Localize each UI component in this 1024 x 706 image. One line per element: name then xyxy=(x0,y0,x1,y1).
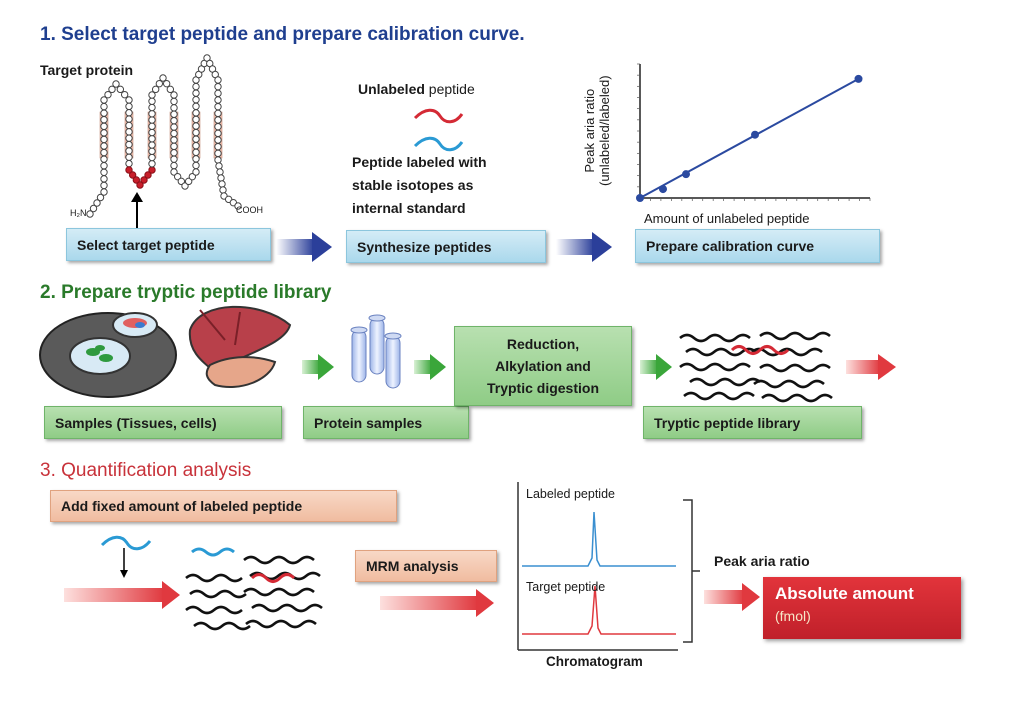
bracket-icon xyxy=(683,499,700,643)
calibration-point xyxy=(751,130,759,139)
calibration-point xyxy=(854,74,863,83)
labeled-peptide-line2: stable isotopes as xyxy=(352,177,474,193)
reduction-alkylation-digestion-box: Reduction, Alkylation and Tryptic digest… xyxy=(454,326,632,406)
peptide-strand xyxy=(189,589,247,599)
target-peptide-chrom-label: Target peptide xyxy=(526,580,606,594)
test-tubes-icon xyxy=(350,314,402,389)
arrow-samples-to-protein xyxy=(302,354,334,380)
unlabeled-peptide-label: Unlabeled peptide xyxy=(358,81,475,97)
peptide-strand xyxy=(245,619,317,629)
section3-title: 3. Quantification analysis xyxy=(40,460,252,481)
calibration-point xyxy=(659,185,667,194)
arrow-input-red xyxy=(64,581,180,609)
arrow-to-result-red xyxy=(704,583,760,611)
labeled-peptide-trace xyxy=(522,511,676,567)
unlabeled-peptide-icon xyxy=(413,108,464,124)
target-protein-illustration xyxy=(86,54,242,218)
peptide-strand xyxy=(761,393,833,403)
petri-dish-icon xyxy=(39,312,177,398)
arrow-select-to-synthesize xyxy=(276,232,332,262)
calibration-fit-line xyxy=(639,78,859,199)
peptide-strand xyxy=(685,347,757,357)
peptide-strand xyxy=(679,333,751,343)
peptide-strand xyxy=(185,573,243,583)
peptide-strand xyxy=(679,362,751,372)
synthesize-peptides-box: Synthesize peptides xyxy=(346,230,546,263)
arrow-mrm-red xyxy=(380,589,494,617)
select-target-peptide-box: Select target peptide xyxy=(66,228,271,261)
target-peptide-trace xyxy=(522,585,676,635)
absolute-amount-title: Absolute amount xyxy=(775,584,914,603)
labeled-peptide-chrom-label: Labeled peptide xyxy=(526,487,615,501)
labeled-peptide-line3: internal standard xyxy=(352,200,466,216)
peptide-strand xyxy=(250,573,296,583)
labeled-peptide-line1: Peptide labeled with xyxy=(352,154,487,170)
peptide-strand xyxy=(730,345,790,355)
peptide-strand xyxy=(251,603,323,613)
calibration-point xyxy=(682,170,690,179)
prepare-calibration-curve-box: Prepare calibration curve xyxy=(635,229,880,263)
calibration-point xyxy=(636,194,644,202)
tryptic-peptide-library-box: Tryptic peptide library xyxy=(643,406,862,439)
peptide-strand xyxy=(689,377,761,387)
section1-title: 1. Select target peptide and prepare cal… xyxy=(40,24,525,45)
peptide-mixture-icon xyxy=(185,547,323,631)
up-arrow xyxy=(131,192,143,232)
calibration-chart xyxy=(636,63,871,202)
peptide-strand xyxy=(759,363,831,373)
samples-box: Samples (Tissues, cells) xyxy=(44,406,282,439)
add-labeled-peptide-box: Add fixed amount of labeled peptide xyxy=(50,490,397,522)
peptide-strand xyxy=(683,391,755,401)
liver-organ-icon xyxy=(188,305,292,388)
cooh-label: COOH xyxy=(236,205,263,215)
tryptic-peptides-icon xyxy=(679,331,833,403)
section2-title: 2. Prepare tryptic peptide library xyxy=(40,282,332,303)
arrow-library-out xyxy=(846,354,896,380)
chromatogram-plot xyxy=(517,482,678,651)
peptide-strand xyxy=(185,605,243,615)
peak-ratio-label: Peak aria ratio xyxy=(714,553,810,569)
peptide-strand xyxy=(193,621,251,631)
chromatogram-label: Chromatogram xyxy=(546,654,643,669)
arrow-reduction-to-library xyxy=(640,354,672,380)
peptide-strand xyxy=(243,587,315,597)
peptide-strand xyxy=(759,331,831,341)
arrow-protein-to-reduction xyxy=(414,354,446,380)
mrm-analysis-box: MRM analysis xyxy=(355,550,497,582)
peptide-strand xyxy=(753,379,825,389)
arrow-synthesize-to-calibration xyxy=(556,232,612,262)
protein-samples-box: Protein samples xyxy=(303,406,469,439)
h2n-label: H₂N xyxy=(70,208,87,218)
absolute-amount-box: Absolute amount (fmol) xyxy=(763,577,961,639)
chart-y-axis-label: Peak aria ratio(unlabeled/labeled) xyxy=(582,75,612,186)
chart-x-axis-label: Amount of unlabeled peptide xyxy=(644,211,810,226)
peptide-strand xyxy=(243,555,315,565)
peptide-strand xyxy=(191,547,235,557)
labeled-peptide-drop-icon xyxy=(100,535,152,578)
labeled-peptide-icon xyxy=(413,136,464,152)
absolute-amount-unit: (fmol) xyxy=(775,608,811,624)
target-protein-label: Target protein xyxy=(40,62,134,78)
